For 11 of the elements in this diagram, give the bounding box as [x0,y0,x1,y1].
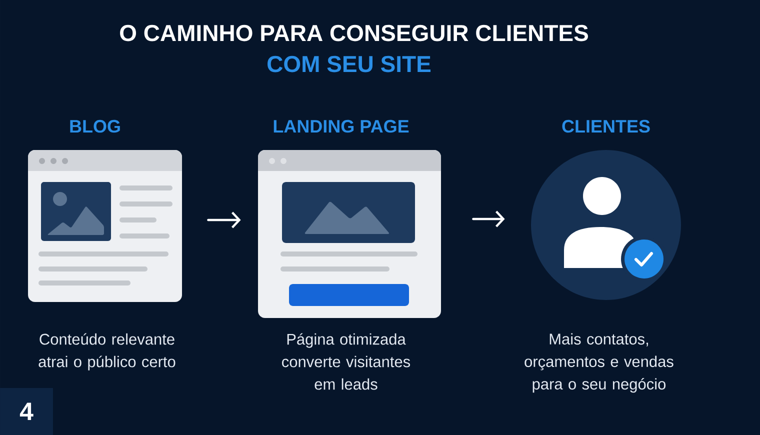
heading: CLIENTES [562,120,650,133]
arrow [207,212,241,228]
arrow [472,210,505,228]
page-number: 4 [0,388,53,435]
node-label: Página otimizada converte visitantes em leads [282,333,410,390]
heading: LANDING PAGE [274,120,409,133]
node-label: Mais contatos, orçamentos e vendas para o seu negócio [524,333,674,393]
heading: BLOG [70,120,120,133]
title: O CAMINHO PARA CONSEGUIR CLIENTES [120,24,588,42]
subtitle: COM SEU SITE [268,56,431,72]
node-label: Conteúdo relevante atrai o público certo [38,333,176,370]
